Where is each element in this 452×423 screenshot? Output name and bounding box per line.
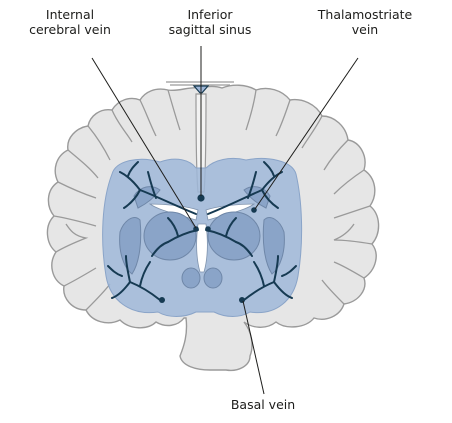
left-sulci bbox=[53, 89, 181, 311]
thalamostriate-vein-label-line1: Thalamostriate bbox=[317, 7, 413, 22]
right-internal-cerebral-vein-dot bbox=[205, 226, 211, 232]
left-putamen bbox=[119, 217, 142, 275]
inferior-sagittal-sinus-label: Inferior sagittal sinus bbox=[162, 7, 258, 37]
inferior-sagittal-sinus-label-line2: sagittal sinus bbox=[168, 21, 252, 37]
thalamostriate-vein-label: Thalamostriate vein bbox=[305, 7, 425, 37]
internal-cerebral-vein-label: Internal cerebral vein bbox=[20, 7, 120, 37]
internal-cerebral-vein-label-line1: Internal bbox=[45, 7, 95, 22]
right-putamen bbox=[262, 217, 285, 275]
leader-lines bbox=[91, 46, 359, 395]
deep-veins bbox=[107, 161, 297, 301]
right-sulci bbox=[245, 89, 373, 305]
basal-vein-label-line1: Basal vein bbox=[230, 397, 296, 412]
thalamostriate-vein-label-line2: vein bbox=[351, 21, 379, 37]
right-thalamus bbox=[207, 211, 261, 261]
inferior-sagittal-sinus-dot bbox=[197, 194, 205, 202]
right-basal-vein-dot bbox=[239, 297, 245, 303]
inferior-sagittal-sinus-label-line1: Inferior bbox=[187, 7, 233, 22]
left-basal-vein-dot bbox=[159, 297, 165, 303]
left-mammillary-body bbox=[181, 267, 201, 289]
leader-basal-vein bbox=[242, 300, 265, 395]
left-thalamus bbox=[143, 211, 197, 261]
leader-internal-cerebral-vein bbox=[91, 57, 197, 229]
leader-thalamostriate-vein bbox=[254, 57, 359, 210]
internal-cerebral-vein-label-line2: cerebral vein bbox=[29, 21, 111, 37]
basal-vein-label: Basal vein bbox=[218, 397, 308, 413]
left-internal-cerebral-vein-dot bbox=[193, 226, 199, 232]
third-ventricle bbox=[196, 223, 208, 273]
right-mammillary-body bbox=[203, 267, 223, 289]
